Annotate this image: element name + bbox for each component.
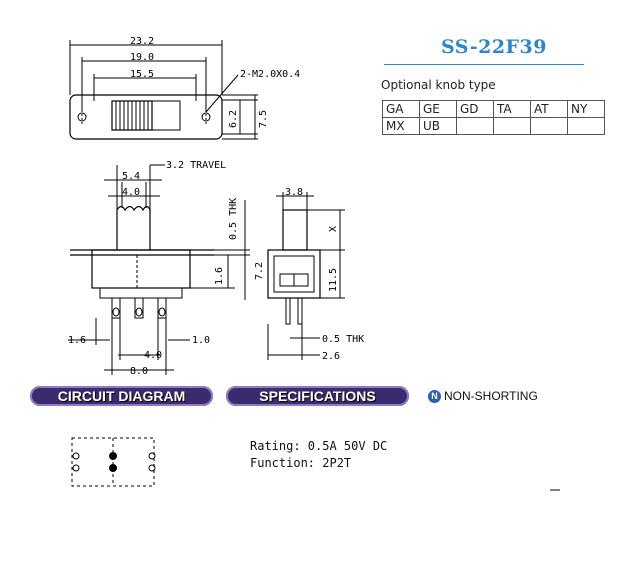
knob-cell: NY [567,100,605,118]
knob-cell [493,117,531,135]
title-divider [384,64,584,65]
knob-cell: GE [419,100,457,118]
dim-travel: 3.2 TRAVEL [166,160,226,171]
dim-15-5: 15.5 [130,69,154,80]
front-view [68,164,250,375]
circuit-diagram-heading: CIRCUIT DIAGRAM [30,386,213,406]
dim-7-5: 7.5 [258,110,269,128]
knob-cell: UB [419,117,457,135]
dim-23-2: 23.2 [130,36,154,47]
circuit-diagram-label: CIRCUIT DIAGRAM [57,388,186,404]
knob-cell [456,117,494,135]
dim-2-6: 2.6 [322,351,340,362]
dim-0-5-thk-top: 0.5 THK [228,198,239,240]
dim-4-0-top: 4.0 [122,187,140,198]
knob-type-table: GA GE GD TA AT NY MX UB [382,100,605,135]
knob-cell: GD [456,100,494,118]
knob-cell [530,117,568,135]
circuit-diagram [71,437,560,491]
knob-cell: GA [382,100,420,118]
specifications-label: SPECIFICATIONS [259,388,376,404]
dim-6-2: 6.2 [228,110,239,128]
dim-1-6-right: 1.6 [214,267,225,285]
model-title: SS-22F39 [441,36,547,58]
knob-type-label: Optional knob type [381,78,496,92]
dim-1-0: 1.0 [192,335,210,346]
non-shorting-text: NON-SHORTING [444,389,538,403]
dim-0-5-thk-side: 0.5 THK [322,334,364,345]
spec-function: Function: 2P2T [250,456,352,470]
knob-cell: TA [493,100,531,118]
side-view [267,192,345,360]
dim-5-4: 5.4 [122,171,140,182]
table-row: GA GE GD TA AT NY [382,100,605,118]
dim-1-6-left: 1.6 [68,335,86,346]
knob-cell [567,117,605,135]
dim-7-2: 7.2 [254,262,265,280]
specifications-heading: SPECIFICATIONS [226,386,409,406]
knob-cell: MX [382,117,420,135]
spec-rating: Rating: 0.5A 50V DC [250,439,388,453]
table-row: MX UB [382,117,605,135]
dim-8-0: 8.0 [130,366,148,377]
non-shorting-label: N NON-SHORTING [428,389,538,403]
non-shorting-icon: N [428,389,441,403]
dim-x: X [328,226,339,232]
dim-hole: 2-M2.0X0.4 [240,69,300,80]
dim-19-0: 19.0 [130,52,154,63]
knob-cell: AT [530,100,568,118]
top-view [69,40,258,140]
dim-4-0-bottom: 4.0 [144,350,162,361]
dim-11-5: 11.5 [328,268,339,292]
dim-3-8: 3.8 [285,187,303,198]
